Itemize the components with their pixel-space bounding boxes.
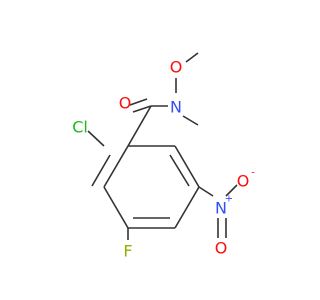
bond-ring-carbonyl (127, 105, 152, 147)
methoxy-oxygen-label: O (170, 58, 183, 77)
bond-c5-c6 (174, 145, 200, 188)
carbonyl-oxygen-label: O (119, 94, 132, 113)
amide-nitrogen-label: N (170, 98, 182, 117)
nitro-nitrogen-charge: + (225, 194, 233, 205)
fluorine-label: F (123, 242, 132, 261)
benzene-ring (91, 145, 200, 229)
bond-c5-c6-inner (169, 154, 190, 187)
bond-o-methyl (185, 52, 199, 63)
bond-c4-c5 (174, 186, 200, 229)
bond-c1-c2 (103, 145, 129, 188)
molecule-diagram: O N O Cl F N + O - O (72, 52, 255, 261)
chlorine-label: Cl (72, 118, 88, 137)
nitro-oxygen-bottom-label: O (215, 239, 228, 258)
bond-c2-cl (87, 130, 105, 147)
nitro-oxygen-charge: - (251, 168, 255, 179)
bond-n-methyl (182, 115, 199, 126)
nitro-nitrogen-label: N (215, 199, 227, 218)
nitro-oxygen-top-label: O (237, 172, 250, 191)
bond-c5-nitro (198, 186, 214, 197)
bond-carbonyl-o-1 (132, 105, 152, 113)
structure-svg: O N O Cl F N + O - O (72, 52, 255, 261)
bond-carbonyl-o-2 (129, 98, 148, 106)
bond-c1-c2-inner (91, 154, 111, 187)
bond-nitro-o-top (225, 184, 238, 197)
bond-c2-c3 (103, 186, 129, 229)
